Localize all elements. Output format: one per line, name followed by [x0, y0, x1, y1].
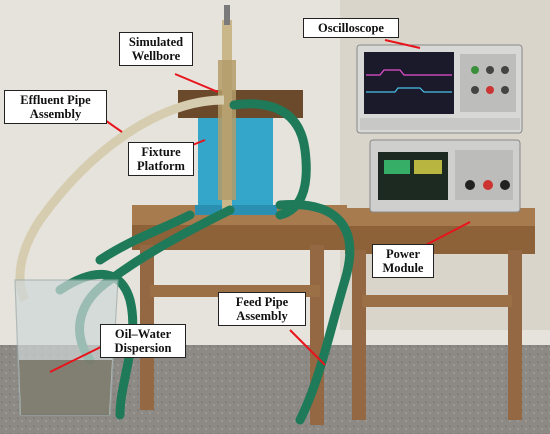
label-oil-water-dispersion: Oil–Water Dispersion — [100, 324, 186, 358]
arrow-oscilloscope — [384, 39, 421, 49]
beaker — [14, 279, 119, 416]
arrow-feed — [289, 329, 326, 366]
arrow-wellbore — [174, 73, 219, 93]
label-power-module: Power Module — [372, 244, 434, 278]
label-feed-pipe-assembly: Feed Pipe Assembly — [218, 292, 306, 326]
label-oscilloscope: Oscilloscope — [303, 18, 399, 38]
label-effluent-pipe-assembly: Effluent Pipe Assembly — [4, 90, 107, 124]
power-module-device — [369, 139, 521, 213]
label-simulated-wellbore: Simulated Wellbore — [119, 32, 193, 66]
oscilloscope-device — [356, 44, 523, 134]
wellbore-tube — [218, 5, 236, 210]
annotation-arrows — [49, 39, 471, 373]
label-fixture-platform: Fixture Platform — [128, 142, 194, 176]
effluent-pipe — [15, 95, 225, 303]
right-wooden-table — [345, 208, 535, 420]
arrow-power — [419, 221, 471, 249]
